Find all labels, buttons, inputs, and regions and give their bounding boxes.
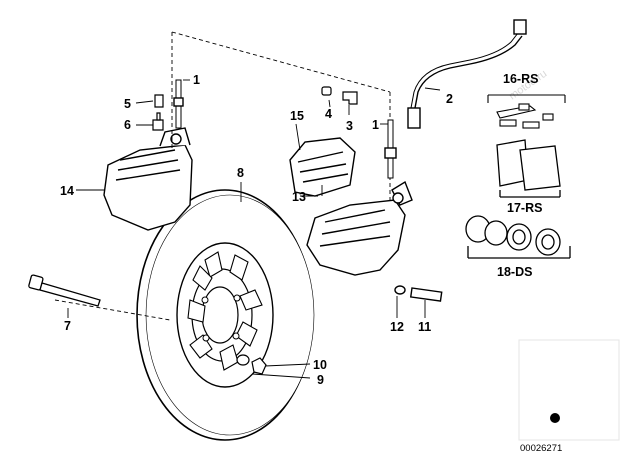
reference-box: 00026271 xyxy=(518,339,620,454)
callout-1-right: 1 xyxy=(372,118,379,132)
callout-7: 7 xyxy=(64,319,71,333)
callout-11: 11 xyxy=(418,320,431,334)
pad-set xyxy=(496,139,561,198)
callout-2: 2 xyxy=(446,92,453,106)
seal-kit xyxy=(465,215,571,259)
callout-14: 14 xyxy=(60,184,74,198)
callout-15: 15 xyxy=(290,109,304,123)
callout-3: 3 xyxy=(346,119,353,133)
callout-16-rs: 16-RS xyxy=(503,72,538,86)
caliper-right xyxy=(306,119,443,302)
callout-13: 13 xyxy=(292,190,306,204)
callout-5: 5 xyxy=(124,97,131,111)
leader-lines xyxy=(67,79,441,379)
callout-6: 6 xyxy=(124,118,131,132)
callout-18-ds: 18-DS xyxy=(497,265,532,279)
callout-10: 10 xyxy=(313,358,327,372)
callout-8: 8 xyxy=(237,166,244,180)
nut xyxy=(236,354,267,375)
brake-disc xyxy=(136,189,315,441)
pad-pin-clips xyxy=(321,86,358,105)
callout-9: 9 xyxy=(317,373,324,387)
brake-pad xyxy=(289,137,356,197)
callout-1: 1 xyxy=(193,73,200,87)
reference-dot xyxy=(550,413,560,423)
bleed-valve-parts xyxy=(152,94,164,131)
axle-bolt xyxy=(28,274,101,307)
callout-17-rs: 17-RS xyxy=(507,201,542,215)
reference-number: 00026271 xyxy=(520,443,562,454)
callout-12: 12 xyxy=(390,320,404,334)
pin-kit xyxy=(487,94,566,129)
brake-hose xyxy=(407,19,527,129)
caliper-left xyxy=(103,79,193,231)
callout-4: 4 xyxy=(325,107,332,121)
callouts: 1 2 3 4 5 6 7 8 9 10 11 12 13 14 15 1 16… xyxy=(60,72,542,387)
